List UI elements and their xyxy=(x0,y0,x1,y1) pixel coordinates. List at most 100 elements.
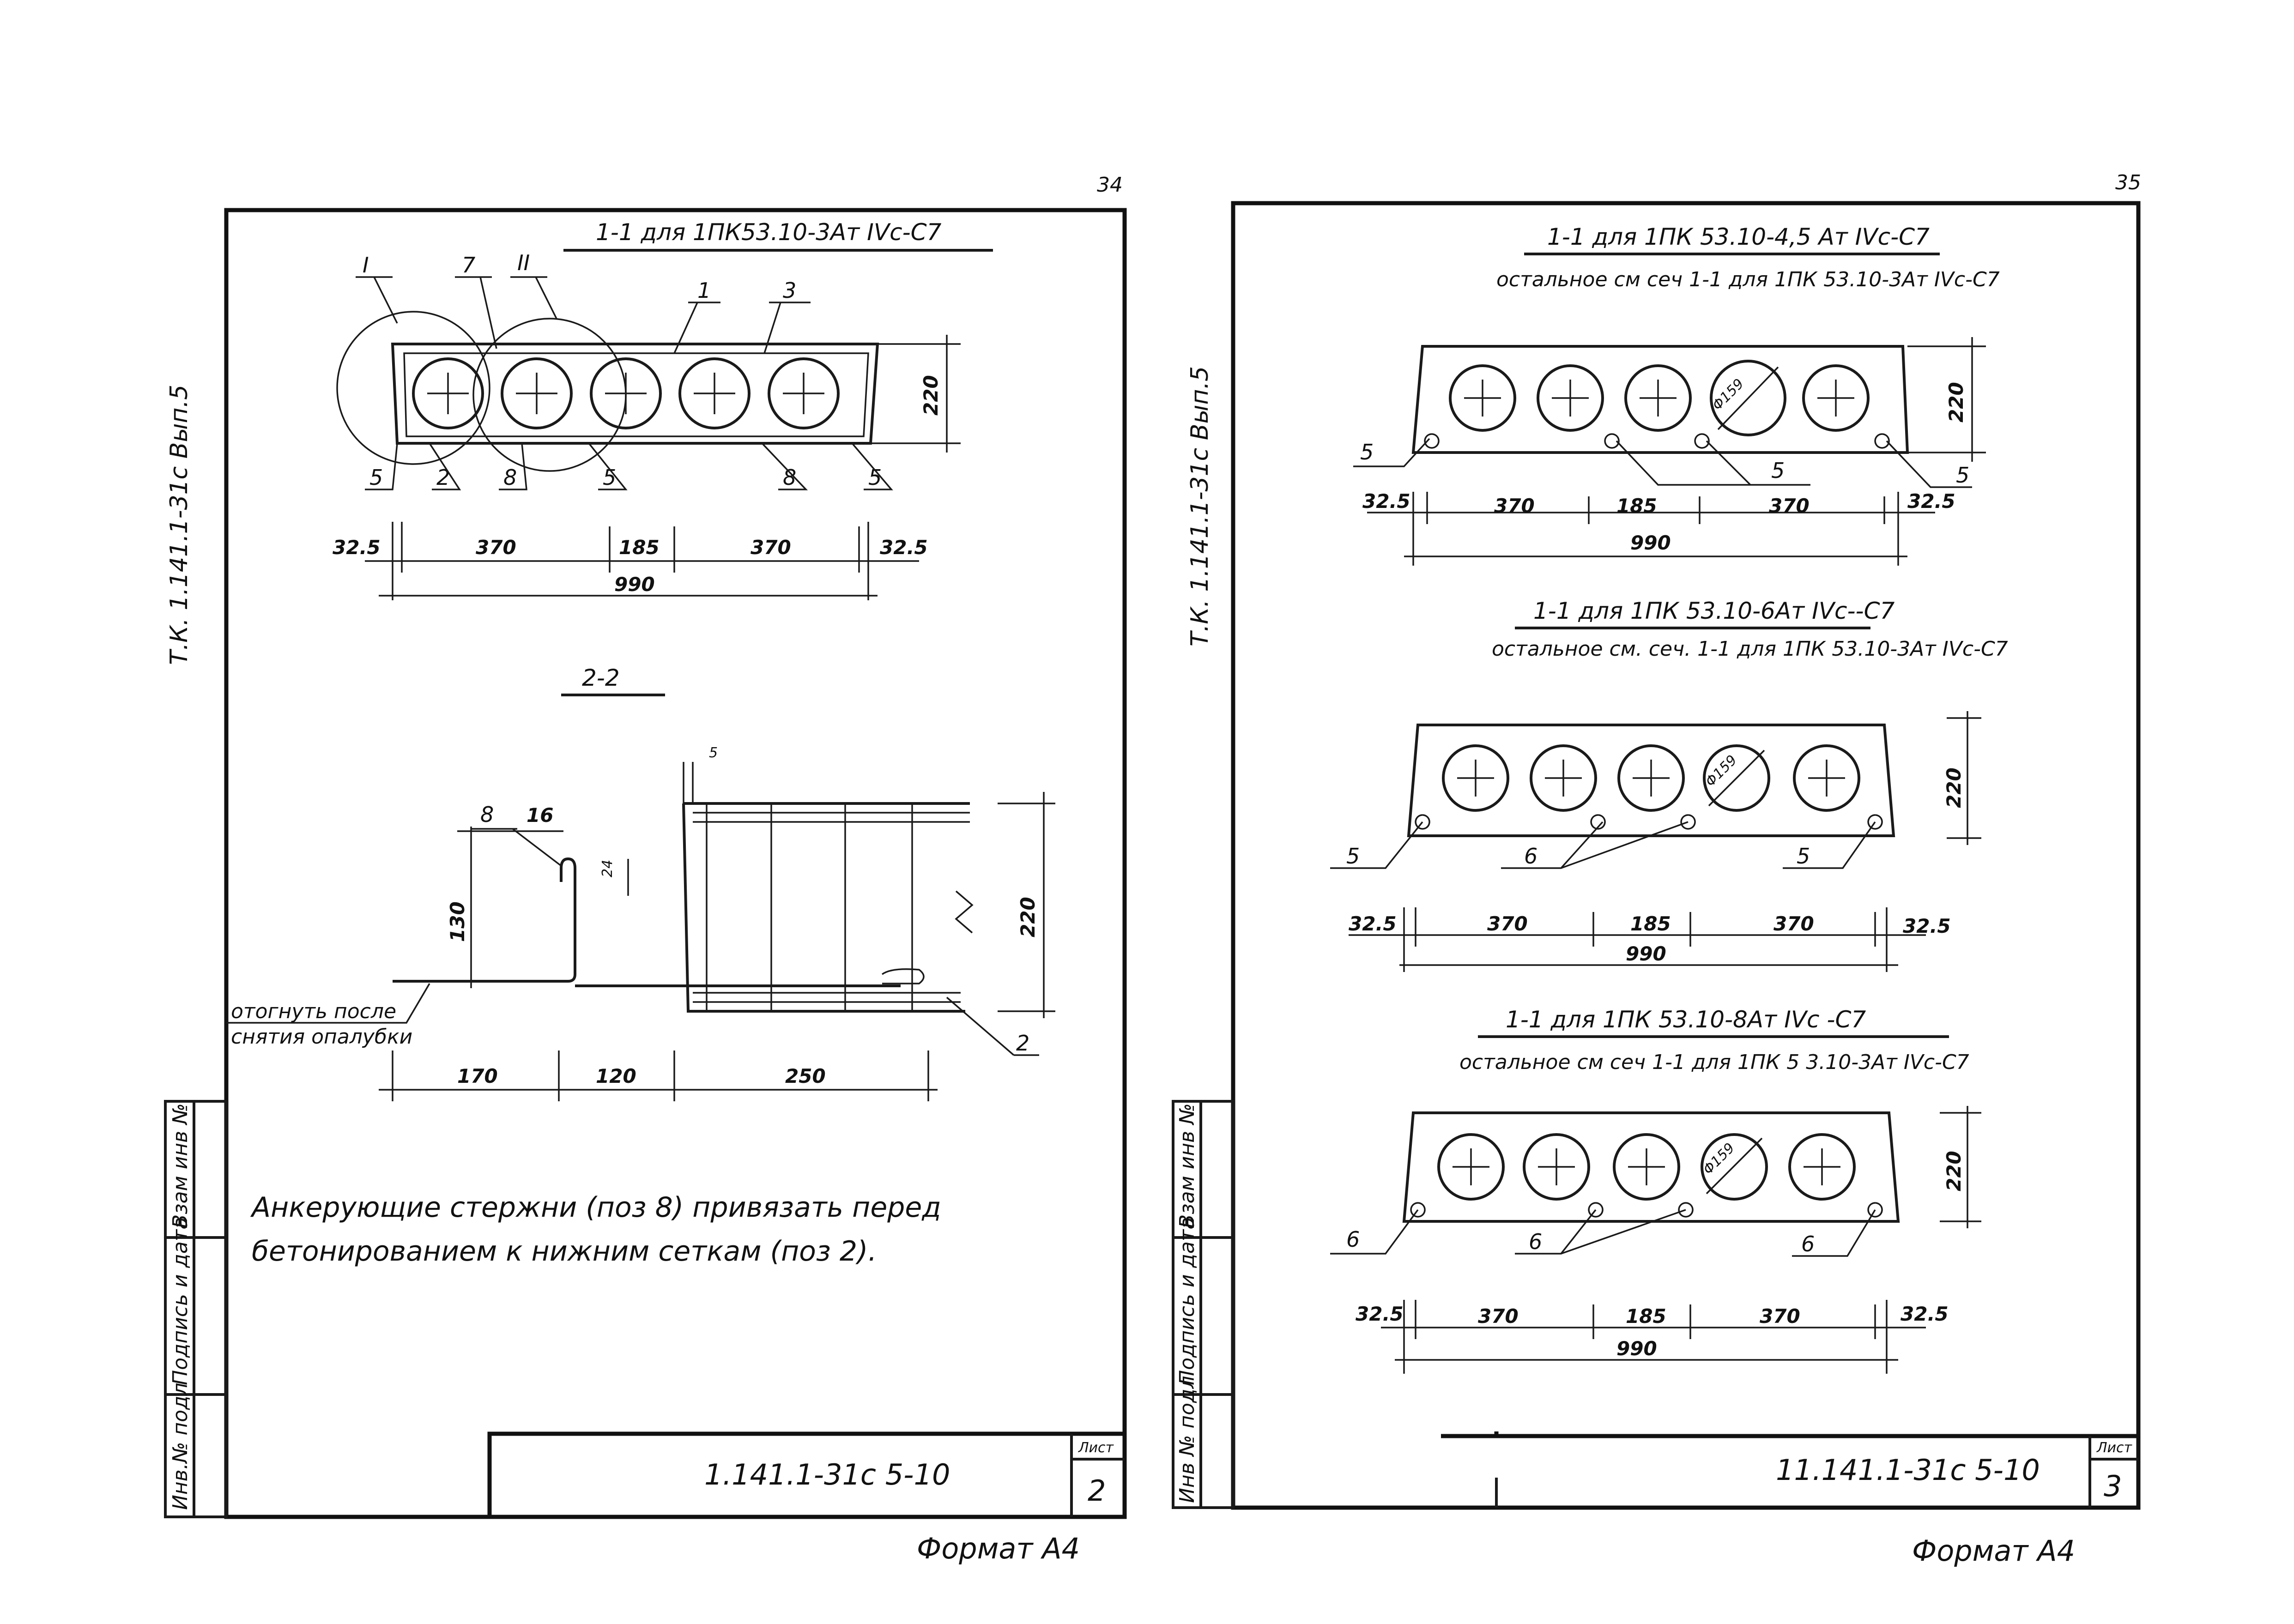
sec-a-label-3: 5 xyxy=(1956,463,1969,488)
sec-c-core-3 xyxy=(1613,1133,1680,1201)
sec-c-dim-ext xyxy=(1403,1300,1888,1374)
sec-b-dim-4: 370 xyxy=(1773,912,1814,935)
left-slab-rebar-cage xyxy=(403,352,869,437)
sec-a-label-2: 5 xyxy=(1771,458,1785,483)
left-detail-circle-2 xyxy=(472,318,627,472)
sec-c-core-4 xyxy=(1701,1133,1768,1201)
left-format-label: Формат А4 xyxy=(917,1532,1080,1565)
sec2-label-16: 16 xyxy=(527,804,553,827)
left-title-block: 1.141.1-31с 5-10 Лист 2 xyxy=(487,1431,1127,1519)
sec-b-core-marks xyxy=(1457,749,1845,807)
sec2-bottom-dim-ext xyxy=(392,1050,929,1101)
left-height-dim: 220 xyxy=(920,375,942,416)
right-stamp-code: 11.141.1-31с 5-10 xyxy=(1776,1453,2040,1487)
sec-c-label-2: 6 xyxy=(1529,1229,1542,1254)
sec2-label-8: 8 xyxy=(480,802,494,827)
left-strip-box xyxy=(164,1100,228,1518)
sec2-dim-170: 170 xyxy=(457,1065,498,1087)
left-dim-ext xyxy=(392,522,869,600)
left-dim-4: 370 xyxy=(751,536,791,559)
left-position-labels: 5 2 8 5 8 5 xyxy=(365,442,893,490)
right-sec-b-subtitle: остальное см. сеч. 1-1 для 1ПК 53.10-3Ат… xyxy=(1492,637,2008,661)
right-stamp-top xyxy=(1441,1431,2138,1438)
sec-c-dim-1: 32.5 xyxy=(1356,1303,1404,1325)
left-stamp-sheet-number: 2 xyxy=(1088,1474,1106,1508)
right-strip-label-2: Подпись и дата xyxy=(1175,1217,1199,1385)
right-stamp-sheet-number: 3 xyxy=(2104,1469,2122,1503)
right-sec-c-title: 1-1 для 1ПК 53.10-8Ат IVс -С7 xyxy=(1506,1006,1866,1033)
left-sheet: 34 Т.К. 1.141.1-31с Вып.5 Взам инв № Под… xyxy=(164,173,1127,1565)
sec-c-leaders xyxy=(1330,1209,1876,1257)
sec2-bend-note-1: отогнуть после xyxy=(231,1000,396,1023)
left-strip-label-3: Инв.№ подл xyxy=(169,1383,192,1510)
sec2-label-24: 24 xyxy=(599,860,616,877)
sec-b-core-1 xyxy=(1442,744,1509,812)
left-note-line-2: бетонированием к нижним сеткам (поз 2). xyxy=(252,1235,877,1268)
sec-a-label-1: 5 xyxy=(1360,440,1374,465)
sec-b-core-2 xyxy=(1530,744,1597,812)
right-sec-a-subtitle: остальное см сеч 1-1 для 1ПК 53.10-3Ат I… xyxy=(1496,268,2000,291)
sec-c-height: 220 xyxy=(1943,1151,1965,1191)
sec2-label-2: 2 xyxy=(1016,1031,1029,1056)
sec-a-core-3 xyxy=(1624,364,1692,432)
left-section-1-title: 1-1 для 1ПК53.10-3Ат IVс-С7 xyxy=(596,219,942,246)
right-stamp-sheet-label: Лист xyxy=(2096,1440,2133,1456)
right-sec-b-slab xyxy=(1407,724,1895,837)
left-stamp-box xyxy=(487,1431,1127,1519)
sec-b-leaders xyxy=(1330,821,1876,869)
sec-b-diameter: Φ159 xyxy=(1702,752,1740,790)
right-title-block: 11.141.1-31с 5-10 Лист 3 xyxy=(1441,1431,2138,1508)
right-sec-b-title: 1-1 для 1ПК 53.10-6Ат IVс--С7 xyxy=(1533,598,1895,624)
right-side-code: Т.К. 1.141.1-31с Вып.5 xyxy=(1186,366,1214,646)
sec-c-dim-3: 185 xyxy=(1626,1305,1666,1328)
left-dims: 32.5 370 185 370 32.5 990 xyxy=(333,522,928,600)
left-callout-I-leader xyxy=(373,277,398,324)
sec-c-total: 990 xyxy=(1616,1337,1657,1360)
left-core-5 xyxy=(768,357,840,429)
left-side-strip: Взам инв № Подпись и дата Инв.№ подл xyxy=(164,1100,228,1518)
sec2-anchor-bar xyxy=(393,857,901,987)
sec2-stirrups xyxy=(706,803,913,1011)
left-hollow-cores xyxy=(412,357,840,429)
left-callout-3: 3 xyxy=(783,278,796,303)
left-detail-circle-1 xyxy=(336,311,490,465)
sec-b-rebar-dots xyxy=(1415,814,1883,830)
sec2-label-5: 5 xyxy=(709,745,718,761)
sec-b-dim-ext xyxy=(1403,907,1888,972)
sec-b-core-5 xyxy=(1793,744,1860,812)
left-callout-II: II xyxy=(517,250,530,275)
right-strip-label-1: Взам инв № xyxy=(1175,1103,1199,1228)
sec-c-dim-5: 32.5 xyxy=(1901,1303,1949,1325)
left-callouts: I 7 II 1 3 xyxy=(356,250,811,354)
sec-c-core-marks xyxy=(1453,1137,1840,1195)
sec2-dim-5-ext xyxy=(683,762,694,803)
left-callout-I: I xyxy=(363,253,369,278)
sec-c-rebar-dots xyxy=(1410,1202,1883,1218)
left-dim-2: 370 xyxy=(476,536,516,559)
left-callout-7-leader xyxy=(479,277,497,349)
sec2-dim-130: 130 xyxy=(446,901,469,942)
left-core-3 xyxy=(590,357,662,429)
left-total: 990 xyxy=(614,573,655,596)
sec2-dim-250: 250 xyxy=(785,1065,826,1087)
sec-a-core-marks xyxy=(1464,366,1854,430)
left-dim-1: 32.5 xyxy=(333,536,381,559)
left-core-4 xyxy=(678,357,751,429)
sec2-bend-note-leader xyxy=(226,983,430,1024)
right-strip-label-3: Инв № подл xyxy=(1175,1376,1199,1503)
sec-a-leaders xyxy=(1353,438,1972,488)
left-strip-label-1: Взам инв № xyxy=(169,1103,192,1228)
sec-a-total: 990 xyxy=(1630,531,1671,554)
right-sheet: 3 5 Т.К. 1.141.1-31с Вып.5 Взам инв № Под… xyxy=(1172,171,2141,1568)
sec-b-height: 220 xyxy=(1943,767,1965,808)
right-sec-a-title: 1-1 для 1ПК 53.10-4,5 Ат IVс-С7 xyxy=(1547,223,1930,250)
sec-c-core-2 xyxy=(1523,1133,1590,1201)
sec-c-label-3: 6 xyxy=(1801,1232,1815,1256)
left-callout-1-leader xyxy=(673,302,698,354)
right-frame xyxy=(1231,201,2141,1510)
sec-c-core-1 xyxy=(1437,1133,1505,1201)
right-sec-c-subtitle: остальное см сеч 1-1 для 1ПК 5 3.10-3Ат … xyxy=(1459,1050,1969,1074)
right-strip-box xyxy=(1172,1100,1235,1509)
